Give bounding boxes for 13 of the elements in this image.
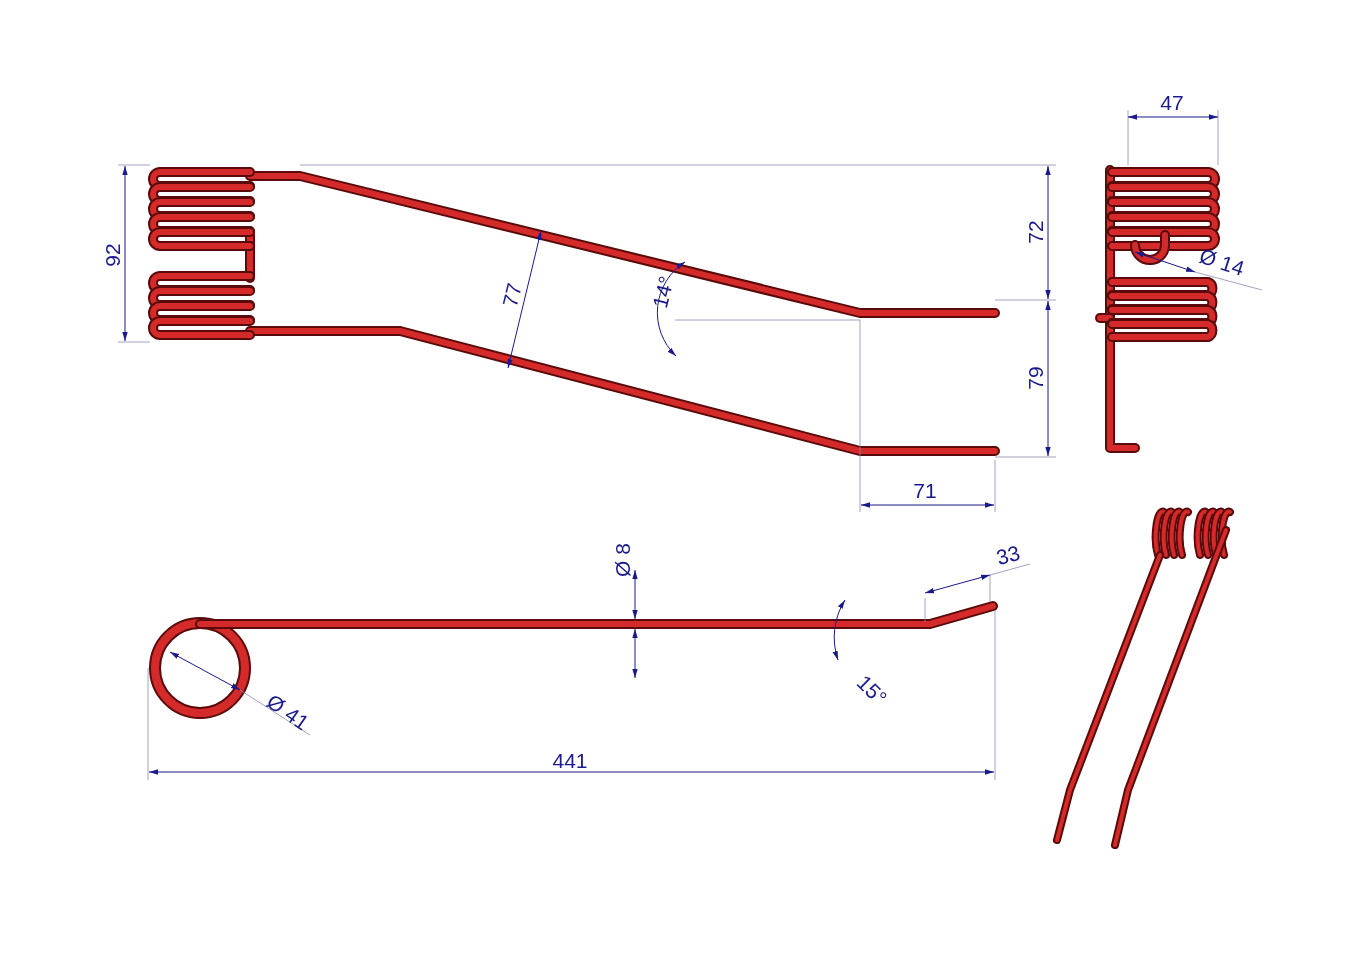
dimension-label: 47 [1160,91,1184,113]
diameter-label: Ø 41 [263,690,313,734]
dimension-label: 92 [101,243,123,267]
dimension-label: 441 [552,749,588,771]
dimension-label: 72 [1024,220,1046,244]
dimension-label: 71 [913,479,937,501]
dimension-label: 33 [994,541,1022,569]
diameter-label: Ø 8 [611,543,633,577]
angle-label: 15° [853,671,891,709]
diameter-label: Ø 14 [1197,245,1247,279]
angle-label: 14° [648,274,678,310]
dimension-label: 77 [499,281,525,309]
dimension-label: 79 [1024,366,1046,390]
